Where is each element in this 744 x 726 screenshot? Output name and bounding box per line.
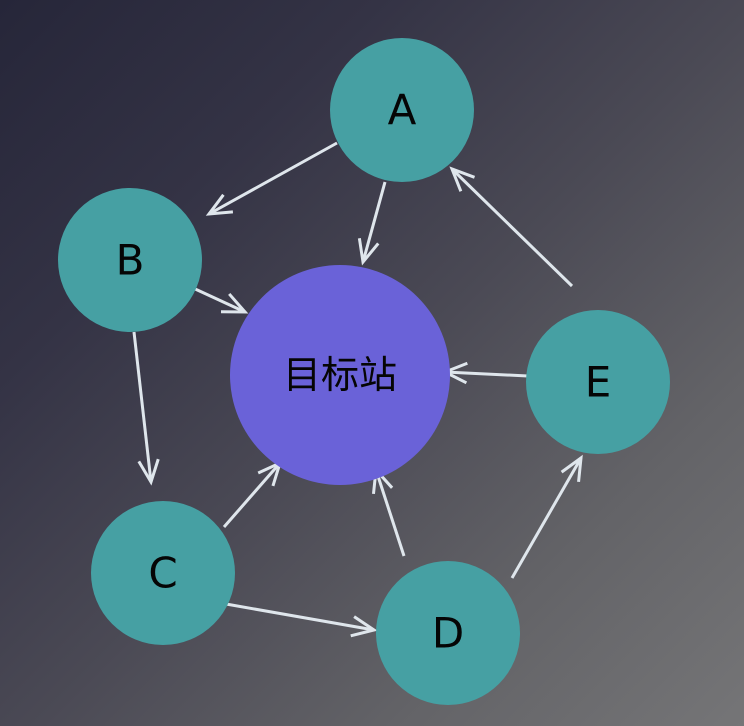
edge-line: [444, 370, 529, 378]
node-label: 目标站: [283, 353, 397, 397]
node-circle[interactable]: [91, 501, 235, 645]
edge-line: [192, 286, 246, 314]
node-circle[interactable]: [376, 561, 520, 705]
edge-line: [208, 141, 338, 216]
arrowhead-icon: [350, 615, 378, 638]
node-label: B: [116, 236, 145, 285]
edge-line: [361, 181, 387, 263]
edge-line: [450, 167, 574, 288]
node-circle[interactable]: [230, 265, 450, 485]
edge-e-to-a: [449, 166, 574, 288]
node-label: D: [432, 609, 464, 658]
graph-node-b[interactable]: B: [58, 188, 202, 332]
graph-node-c[interactable]: C: [91, 501, 235, 645]
node-circle[interactable]: [58, 188, 202, 332]
edge-b-to-c: [132, 331, 160, 486]
graph-node-e[interactable]: E: [526, 310, 670, 454]
edge-a-to-target: [357, 181, 387, 266]
graph-node-a[interactable]: A: [330, 38, 474, 182]
arrowhead-icon: [357, 238, 380, 266]
node-label: C: [148, 549, 177, 598]
arrowhead-icon: [137, 458, 160, 486]
arrowhead-icon: [220, 292, 249, 314]
edge-line: [374, 469, 406, 557]
arrowhead-icon: [449, 166, 476, 192]
arrowhead-icon: [560, 454, 583, 483]
node-circle[interactable]: [330, 38, 474, 182]
edge-d-to-target: [371, 466, 406, 557]
arrowhead-icon: [205, 193, 234, 216]
edge-c-to-target: [222, 460, 283, 528]
nodes-layer: A B C D E 目标站: [58, 38, 670, 705]
edge-c-to-d: [225, 602, 378, 638]
node-label: A: [388, 86, 417, 135]
edge-d-to-e: [510, 454, 583, 579]
graph-node-d[interactable]: D: [376, 561, 520, 705]
edge-line: [132, 331, 153, 483]
node-label: E: [585, 358, 612, 407]
edge-line: [510, 457, 583, 579]
edge-line: [222, 462, 282, 528]
edge-e-to-target: [441, 361, 529, 385]
graph-node-target[interactable]: 目标站: [230, 265, 450, 485]
edge-line: [225, 602, 375, 632]
edge-b-to-target: [192, 286, 249, 314]
node-circle[interactable]: [526, 310, 670, 454]
edge-a-to-b: [205, 141, 338, 216]
